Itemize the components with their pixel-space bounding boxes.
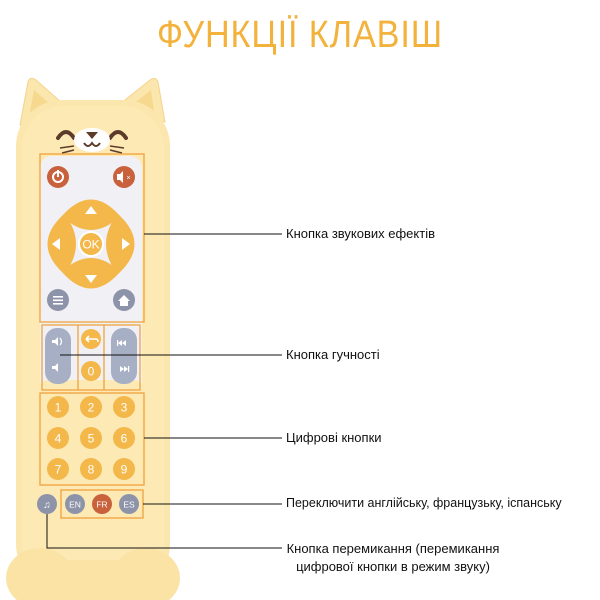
key-1 (47, 396, 69, 418)
key-9-label: 9 (121, 463, 128, 477)
svg-text:×: × (127, 175, 131, 182)
key-0-label: 0 (88, 365, 95, 379)
key-2-label: 2 (88, 401, 95, 415)
dpad-left (47, 214, 76, 274)
label-mode-switch: Кнопка перемикання (перемикання цифрової… (286, 541, 500, 574)
dpad-up (62, 199, 120, 230)
dpad (47, 199, 135, 289)
cat-left-eye-icon (56, 130, 76, 140)
lang-label-fr: FR (96, 500, 107, 510)
key-4-label: 4 (55, 432, 62, 446)
label-volume: Кнопка гучності (286, 347, 380, 362)
key-5-label: 5 (88, 432, 95, 446)
key-7 (47, 458, 69, 480)
key-7-label: 7 (55, 463, 62, 477)
key-3-label: 3 (121, 401, 128, 415)
cat-mouth-icon (83, 141, 101, 147)
track-rocker (111, 328, 137, 384)
dpad-right (106, 214, 135, 274)
lang-label-es: ES (123, 500, 135, 510)
volume-rocker (45, 328, 71, 384)
cat-nose-icon (86, 132, 98, 139)
digit-keypad: 1 2 3 4 5 6 7 8 9 (47, 396, 135, 480)
label-language-switch: Переключити англійську, французьку, іспа… (286, 496, 562, 510)
lang-button-es (119, 494, 139, 514)
ok-button (78, 231, 104, 257)
lang-label-en: EN (69, 500, 81, 510)
key-3 (113, 396, 135, 418)
key-9 (113, 458, 135, 480)
key-8-label: 8 (88, 463, 95, 477)
callout-sound-frame (39, 153, 145, 323)
svg-text:♫: ♫ (43, 500, 51, 511)
key-8 (80, 458, 102, 480)
key-6 (113, 427, 135, 449)
key-2 (80, 396, 102, 418)
language-buttons: EN FR ES (65, 494, 139, 514)
callout-digits-frame (39, 392, 145, 486)
key-0 (81, 361, 101, 381)
label-digit-keys: Цифрові кнопки (286, 430, 382, 445)
cat-right-eye-icon (108, 130, 128, 140)
mute-button (113, 166, 135, 188)
page-title: ФУНКЦІЇ КЛАВІШ (156, 14, 444, 56)
key-4 (47, 427, 69, 449)
music-mode-button (37, 494, 57, 514)
label-sound-effects: Кнопка звукових ефектів (286, 226, 435, 241)
key-5 (80, 427, 102, 449)
key-1-label: 1 (55, 401, 62, 415)
callout-volume-frame (41, 324, 141, 391)
lang-button-fr (92, 494, 112, 514)
ok-label: OK (82, 238, 99, 252)
key-6-label: 6 (121, 432, 128, 446)
lang-button-en (65, 494, 85, 514)
dpad-down (62, 258, 120, 289)
